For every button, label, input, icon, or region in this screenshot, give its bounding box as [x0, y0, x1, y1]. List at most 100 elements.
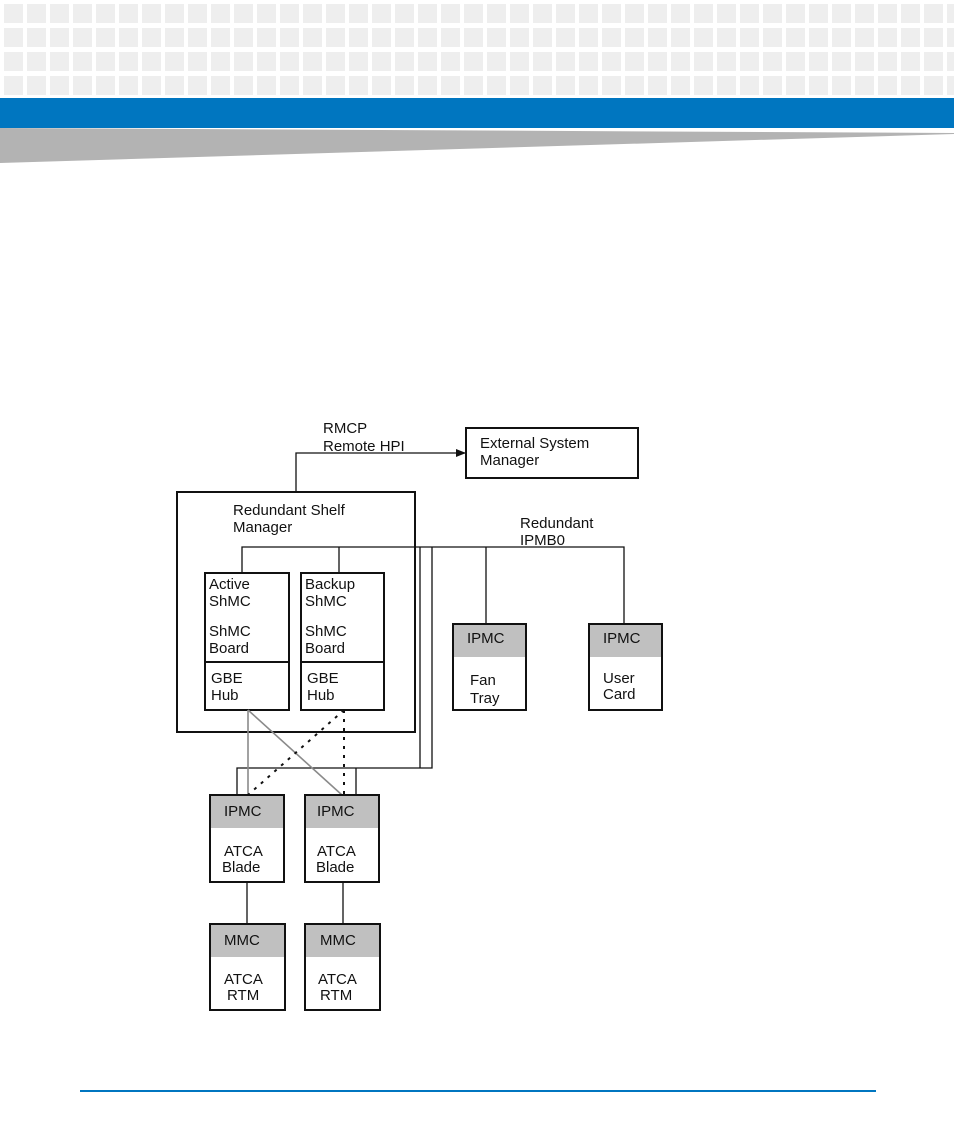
header-pattern-cell: [717, 76, 736, 95]
header-pattern-cell: [165, 4, 184, 23]
gbe-hub-right-line1: GBE: [307, 670, 339, 687]
header-pattern-cell: [234, 28, 253, 47]
rtm-right-line1: ATCA: [318, 971, 357, 988]
header-pattern-cell: [556, 52, 575, 71]
header-pattern-cell: [901, 28, 920, 47]
gbe-links: [247, 709, 345, 796]
header-pattern-cell: [349, 52, 368, 71]
header-pattern-cell: [372, 52, 391, 71]
header-pattern-cell: [855, 28, 874, 47]
header-pattern-cell: [372, 28, 391, 47]
atca-blade-left: IPMC ATCA Blade: [209, 794, 285, 883]
header-pattern-cell: [924, 76, 943, 95]
active-shmc-line4: Board: [209, 640, 249, 657]
header-pattern-cell: [947, 52, 954, 71]
header-blue-band: [0, 98, 954, 128]
header-pattern-cell: [533, 4, 552, 23]
header-pattern-cell: [579, 4, 598, 23]
ipmb-bus: Redundant IPMB0: [236, 515, 625, 795]
header-pattern-cell: [211, 28, 230, 47]
fan-tray-box: IPMC Fan Tray: [452, 623, 527, 711]
user-card-box: IPMC User Card: [588, 623, 663, 711]
header-pattern-cell: [832, 4, 851, 23]
external-system-manager-box: External System Manager: [465, 427, 639, 479]
shelf-manager-box: Redundant Shelf Manager: [176, 491, 416, 733]
header-pattern-cell: [27, 52, 46, 71]
rmcp-label-line1: RMCP: [323, 420, 367, 437]
header-pattern-cell: [395, 76, 414, 95]
header-pattern-cell: [579, 76, 598, 95]
header-pattern-cell: [165, 76, 184, 95]
header-pattern-cell: [901, 52, 920, 71]
header-pattern-cell: [878, 52, 897, 71]
footer-rule: [80, 1090, 876, 1092]
header-pattern-cell: [878, 4, 897, 23]
header-pattern-cell: [441, 76, 460, 95]
header-pattern-cell: [924, 52, 943, 71]
shelf-manager-line1: Redundant Shelf: [233, 502, 346, 519]
header-pattern-cell: [510, 52, 529, 71]
rmcp-label-line2: Remote HPI: [323, 438, 405, 455]
fan-tray-header: IPMC: [467, 630, 505, 647]
header-pattern-cell: [372, 4, 391, 23]
backup-shmc-line2: ShMC: [305, 593, 347, 610]
header-pattern-cell: [740, 52, 759, 71]
header-pattern-cell: [878, 76, 897, 95]
ipmb-label-line1: Redundant: [520, 515, 594, 532]
header-pattern-cell: [464, 76, 483, 95]
header-pattern-cell: [947, 4, 954, 23]
rtm-right-header: MMC: [320, 932, 356, 949]
header-pattern-cell: [234, 52, 253, 71]
header-pattern-cell: [510, 76, 529, 95]
header-pattern-cell: [694, 52, 713, 71]
header-pattern-cell: [694, 4, 713, 23]
header-pattern-cell: [786, 52, 805, 71]
header-pattern-cell: [119, 76, 138, 95]
ipmb-label-line2: IPMB0: [520, 532, 565, 549]
header-pattern-cell: [717, 28, 736, 47]
fan-tray-line1: Fan: [470, 672, 496, 689]
header-pattern-cell: [556, 4, 575, 23]
header-pattern-cell: [326, 28, 345, 47]
header-pattern-cell: [464, 28, 483, 47]
header-pattern-cell: [579, 28, 598, 47]
blade-right-header: IPMC: [317, 803, 355, 820]
header-pattern-cell: [625, 76, 644, 95]
header-pattern-cell: [73, 28, 92, 47]
header-pattern-cell: [878, 28, 897, 47]
header-pattern-cell: [395, 4, 414, 23]
header-pattern-cell: [280, 76, 299, 95]
rtm-right-line2: RTM: [320, 987, 352, 1004]
header-pattern-cell: [740, 76, 759, 95]
header-pattern-cell: [763, 76, 782, 95]
header-pattern-cell: [441, 52, 460, 71]
header-pattern-cell: [602, 76, 621, 95]
header-pattern-cell: [4, 28, 23, 47]
gbe-hub-left-line2: Hub: [211, 687, 239, 704]
header-pattern-cell: [73, 76, 92, 95]
header-pattern-cell: [418, 28, 437, 47]
rtm-left-line2: RTM: [227, 987, 259, 1004]
header-pattern-cell: [579, 52, 598, 71]
header-pattern-cell: [418, 76, 437, 95]
backup-shmc-board: Backup ShMC ShMC Board: [300, 572, 385, 663]
header-pattern-cell: [602, 4, 621, 23]
atca-blade-right: IPMC ATCA Blade: [304, 794, 380, 883]
header-pattern-cell: [786, 4, 805, 23]
rtm-left-header: MMC: [224, 932, 260, 949]
header-pattern-cell: [648, 76, 667, 95]
header-pattern-cell: [510, 28, 529, 47]
header-pattern-cell: [142, 28, 161, 47]
active-shmc-line1: Active: [209, 576, 250, 593]
header-pattern-cell: [418, 52, 437, 71]
header-pattern-cell: [809, 28, 828, 47]
header-pattern-cell: [740, 4, 759, 23]
header-pattern-cell: [165, 52, 184, 71]
header-pattern-cell: [763, 4, 782, 23]
header-pattern-cell: [303, 4, 322, 23]
user-card-line1: User: [603, 670, 635, 687]
header-pattern-cell: [694, 76, 713, 95]
gbe-hub-left-line1: GBE: [211, 670, 243, 687]
shelf-manager-line2: Manager: [233, 519, 292, 536]
header-pattern-cell: [487, 28, 506, 47]
